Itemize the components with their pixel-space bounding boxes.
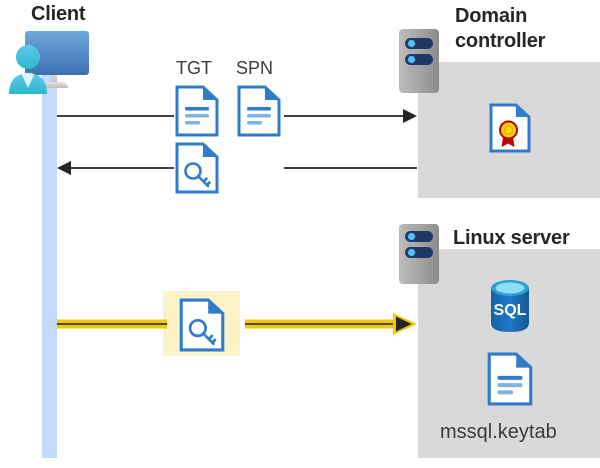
linux-server-title: Linux server [453,227,570,249]
flow-ticket-arrow [57,313,417,335]
sql-label: SQL [494,302,527,319]
sql-database-icon: SQL [491,280,529,332]
flow-response-arrow [57,161,417,175]
tgt-document-icon [175,85,219,137]
client-workstation-user-icon [9,31,89,94]
spn-label: SPN [236,58,274,78]
client-lifeline [42,72,57,458]
client-title: Client [31,3,86,25]
tgt-label: TGT [176,58,212,78]
spn-document-icon [237,85,281,137]
flow-request-arrow [57,109,417,123]
keytab-document-icon [487,352,533,406]
key-document-icon-ticket [179,298,225,352]
domain-controller-title: Domain controller [455,5,546,52]
domain-controller-server-icon [399,29,439,93]
keytab-file-label: mssql.keytab [440,421,557,443]
linux-server-icon [399,224,439,284]
key-document-icon-response [175,142,219,194]
certificate-document-icon [489,103,531,153]
